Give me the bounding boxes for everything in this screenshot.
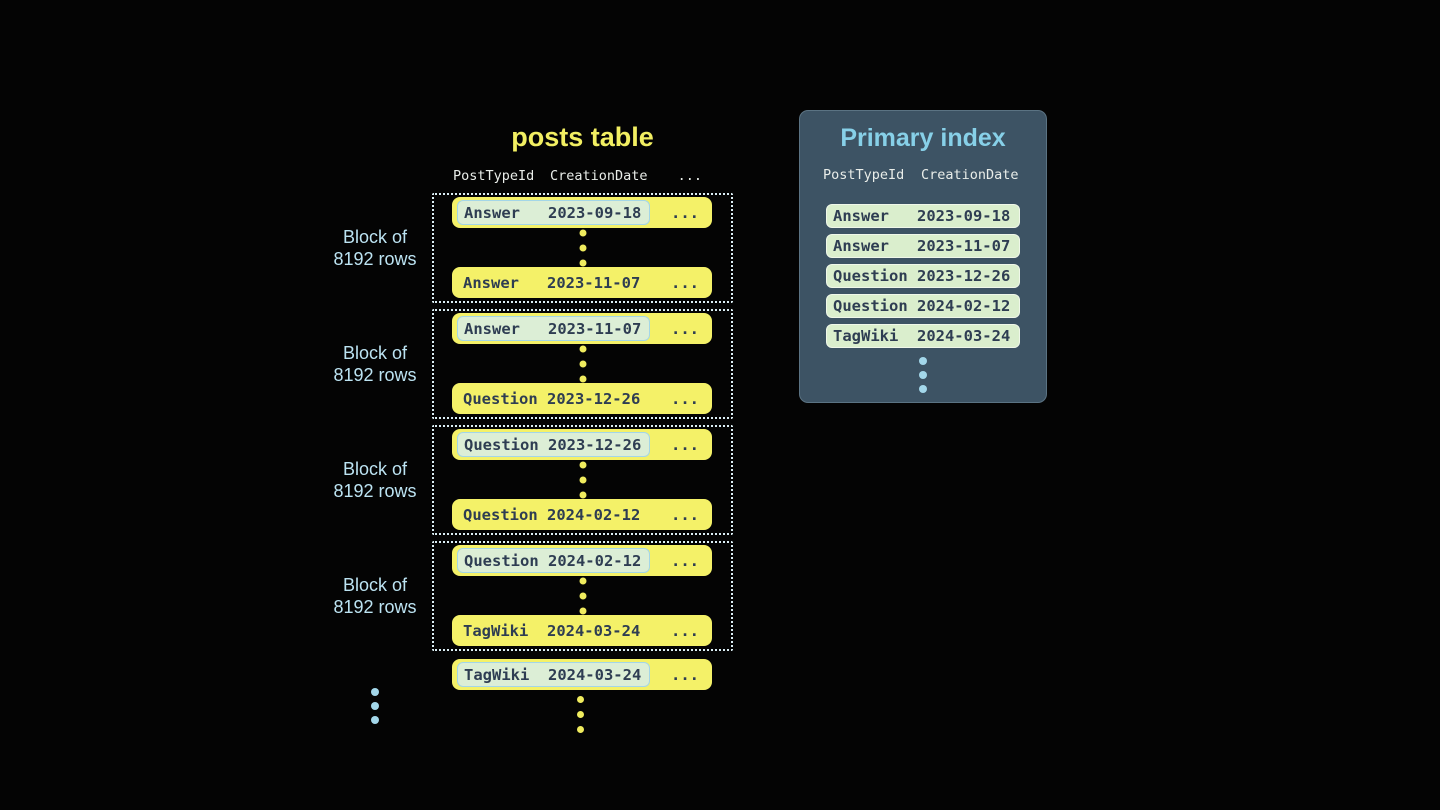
- post-type-value: TagWiki: [463, 621, 529, 640]
- creation-date-value: 2023-12-26: [916, 267, 1011, 285]
- table-continues-dots: [577, 692, 584, 737]
- creation-date-value: 2024-02-12: [916, 297, 1011, 315]
- row-ellipsis: ...: [671, 621, 699, 640]
- primary-index-column-headers: PostTypeId CreationDate: [800, 167, 1046, 183]
- creation-date-value: 2024-03-24: [546, 621, 641, 640]
- index-entry-3: Question 2023-12-26: [826, 264, 1020, 288]
- index-header-posttypeid: PostTypeId: [823, 167, 905, 183]
- post-type-value: Question: [464, 551, 539, 570]
- primary-index-panel: Primary index PostTypeId CreationDate An…: [799, 110, 1047, 403]
- block-label-line2: 8192 rows: [333, 365, 417, 385]
- block-first-row: Question 2023-12-26 ...: [452, 429, 712, 460]
- index-entry-2: Answer 2023-11-07: [826, 234, 1020, 258]
- row-ellipsis: ...: [671, 389, 699, 408]
- block-size-label-2: Block of 8192 rows: [308, 342, 442, 386]
- post-type-value: Answer: [463, 273, 519, 292]
- block-label-line2: 8192 rows: [333, 249, 417, 269]
- indexed-key-cell: Answer 2023-11-07: [457, 316, 650, 341]
- block-last-row: Question 2024-02-12 ...: [452, 499, 712, 530]
- post-type-value: Question: [833, 297, 908, 315]
- creation-date-value: 2023-11-07: [546, 273, 641, 292]
- posts-block-1: Answer 2023-09-18 ... Answer 2023-11-07 …: [432, 193, 733, 303]
- key-cell: Question 2023-12-26: [457, 386, 650, 411]
- posts-table-title: posts table: [511, 122, 654, 152]
- creation-date-value: 2023-11-07: [916, 237, 1011, 255]
- key-cell: Answer 2023-11-07: [457, 270, 650, 295]
- index-entry-4: Question 2024-02-12: [826, 294, 1020, 318]
- creation-date-value: 2024-03-24: [916, 327, 1011, 345]
- post-type-value: Answer: [833, 207, 889, 225]
- posts-header-ellipsis: ...: [677, 168, 702, 184]
- indexed-key-cell: TagWiki 2024-03-24: [457, 662, 650, 687]
- indexed-key-cell: Question 2024-02-12: [457, 548, 650, 573]
- row-ellipsis: ...: [671, 435, 699, 454]
- creation-date-value: 2023-12-26: [547, 435, 642, 454]
- omitted-rows-dots: [579, 342, 586, 387]
- omitted-rows-dots: [579, 226, 586, 271]
- index-entry-5: TagWiki 2024-03-24: [826, 324, 1020, 348]
- block-size-label-4: Block of 8192 rows: [308, 574, 442, 618]
- next-block-first-row: TagWiki 2024-03-24 ...: [452, 659, 712, 690]
- post-type-value: Question: [464, 435, 539, 454]
- key-cell: Question 2024-02-12: [457, 502, 650, 527]
- post-type-value: Answer: [464, 319, 520, 338]
- creation-date-value: 2023-11-07: [547, 319, 642, 338]
- key-cell: TagWiki 2024-03-24: [457, 618, 650, 643]
- block-label-line1: Block of: [342, 575, 408, 595]
- block-label-line1: Block of: [342, 459, 408, 479]
- block-first-row: Answer 2023-11-07 ...: [452, 313, 712, 344]
- posts-header-creationdate: CreationDate: [550, 168, 648, 184]
- block-first-row: Answer 2023-09-18 ...: [452, 197, 712, 228]
- block-label-line2: 8192 rows: [333, 597, 417, 617]
- indexed-key-cell: Question 2023-12-26: [457, 432, 650, 457]
- block-first-row: Question 2024-02-12 ...: [452, 545, 712, 576]
- row-ellipsis: ...: [671, 319, 699, 338]
- row-ellipsis: ...: [671, 203, 699, 222]
- creation-date-value: 2023-09-18: [547, 203, 642, 222]
- creation-date-value: 2023-12-26: [546, 389, 641, 408]
- block-size-label-1: Block of 8192 rows: [308, 226, 442, 270]
- more-blocks-dots: [371, 685, 379, 727]
- block-last-row: Answer 2023-11-07 ...: [452, 267, 712, 298]
- row-ellipsis: ...: [671, 551, 699, 570]
- creation-date-value: 2024-02-12: [546, 505, 641, 524]
- posts-header-posttypeid: PostTypeId: [453, 168, 535, 184]
- primary-index-title: Primary index: [840, 124, 1006, 152]
- posts-table-column-headers: PostTypeId CreationDate ...: [432, 166, 733, 186]
- omitted-rows-dots: [579, 574, 586, 619]
- row-ellipsis: ...: [671, 505, 699, 524]
- post-type-value: Question: [463, 389, 538, 408]
- creation-date-value: 2024-02-12: [547, 551, 642, 570]
- block-label-line1: Block of: [342, 343, 408, 363]
- post-type-value: Answer: [833, 237, 889, 255]
- row-ellipsis: ...: [671, 273, 699, 292]
- index-entry-1: Answer 2023-09-18: [826, 204, 1020, 228]
- index-header-creationdate: CreationDate: [921, 167, 1019, 183]
- posts-block-3: Question 2023-12-26 ... Question 2024-02…: [432, 425, 733, 535]
- block-label-line2: 8192 rows: [333, 481, 417, 501]
- post-type-value: TagWiki: [464, 665, 530, 684]
- indexed-key-cell: Answer 2023-09-18: [457, 200, 650, 225]
- row-ellipsis: ...: [671, 665, 699, 684]
- block-last-row: Question 2023-12-26 ...: [452, 383, 712, 414]
- post-type-value: Question: [463, 505, 538, 524]
- creation-date-value: 2023-09-18: [916, 207, 1011, 225]
- post-type-value: TagWiki: [833, 327, 899, 345]
- post-type-value: Answer: [464, 203, 520, 222]
- index-continues-dots: [919, 354, 927, 396]
- block-last-row: TagWiki 2024-03-24 ...: [452, 615, 712, 646]
- block-size-label-3: Block of 8192 rows: [308, 458, 442, 502]
- posts-block-4: Question 2024-02-12 ... TagWiki 2024-03-…: [432, 541, 733, 651]
- creation-date-value: 2024-03-24: [547, 665, 642, 684]
- block-label-line1: Block of: [342, 227, 408, 247]
- omitted-rows-dots: [579, 458, 586, 503]
- posts-block-2: Answer 2023-11-07 ... Question 2023-12-2…: [432, 309, 733, 419]
- post-type-value: Question: [833, 267, 908, 285]
